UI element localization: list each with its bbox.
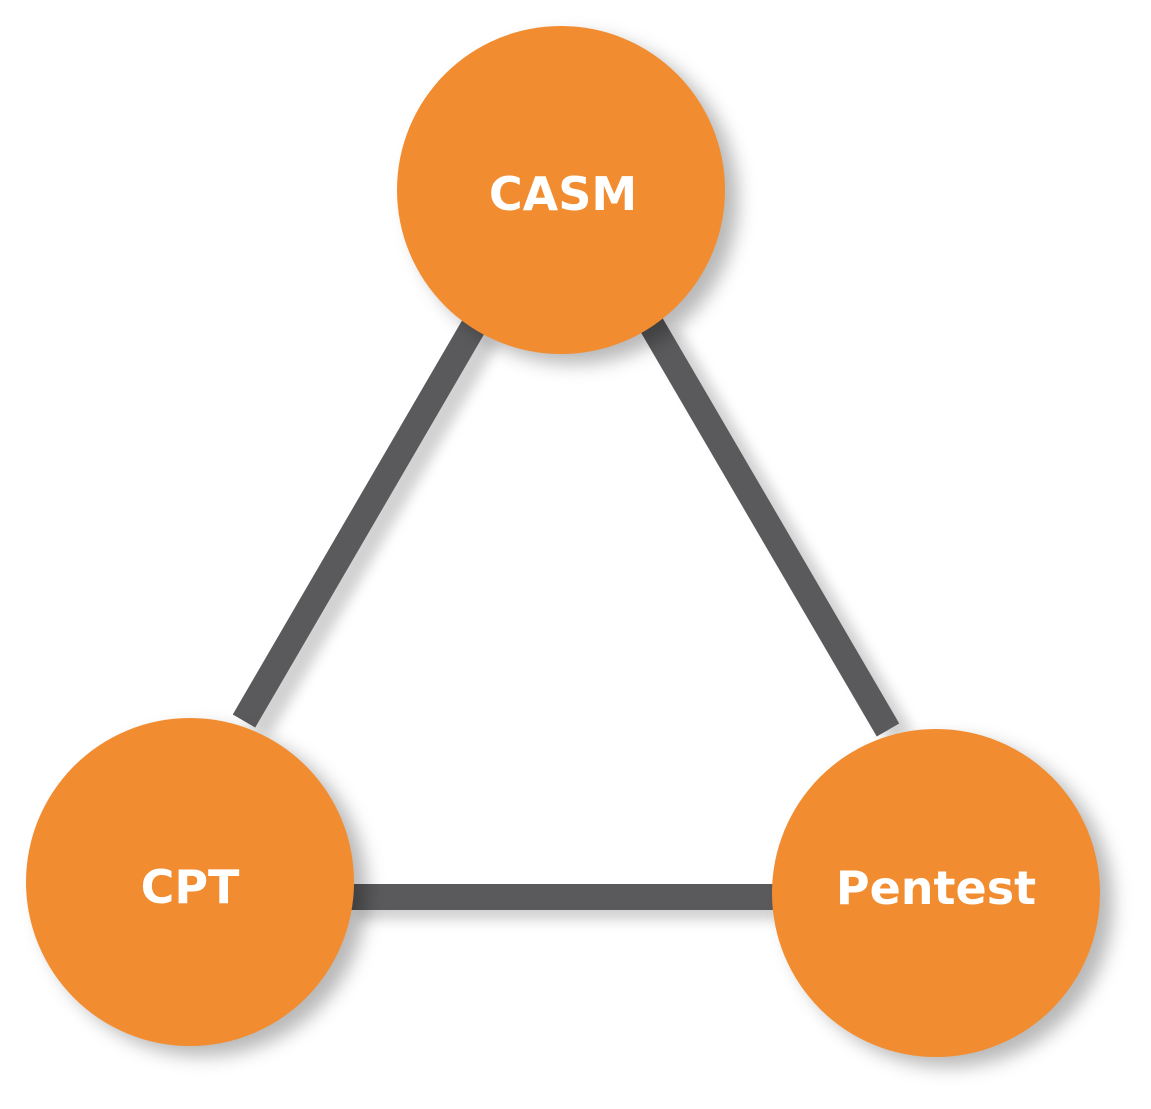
edges [232, 317, 900, 910]
edge-casm-pentest [639, 317, 900, 737]
node-cpt-circle [26, 718, 354, 1046]
edge-shadow-casm-cpt [246, 327, 501, 738]
node-pentest: Pentest [772, 729, 1100, 1057]
node-casm-circle [397, 26, 725, 354]
edge-casm-cpt [232, 317, 487, 728]
node-cpt-label: CPT [141, 860, 240, 914]
node-pentest-label: Pentest [836, 861, 1036, 915]
node-pentest-circle [772, 729, 1100, 1057]
node-casm-label: CASM [489, 167, 637, 221]
node-casm: CASM [397, 26, 725, 354]
node-cpt: CPT [26, 718, 354, 1046]
